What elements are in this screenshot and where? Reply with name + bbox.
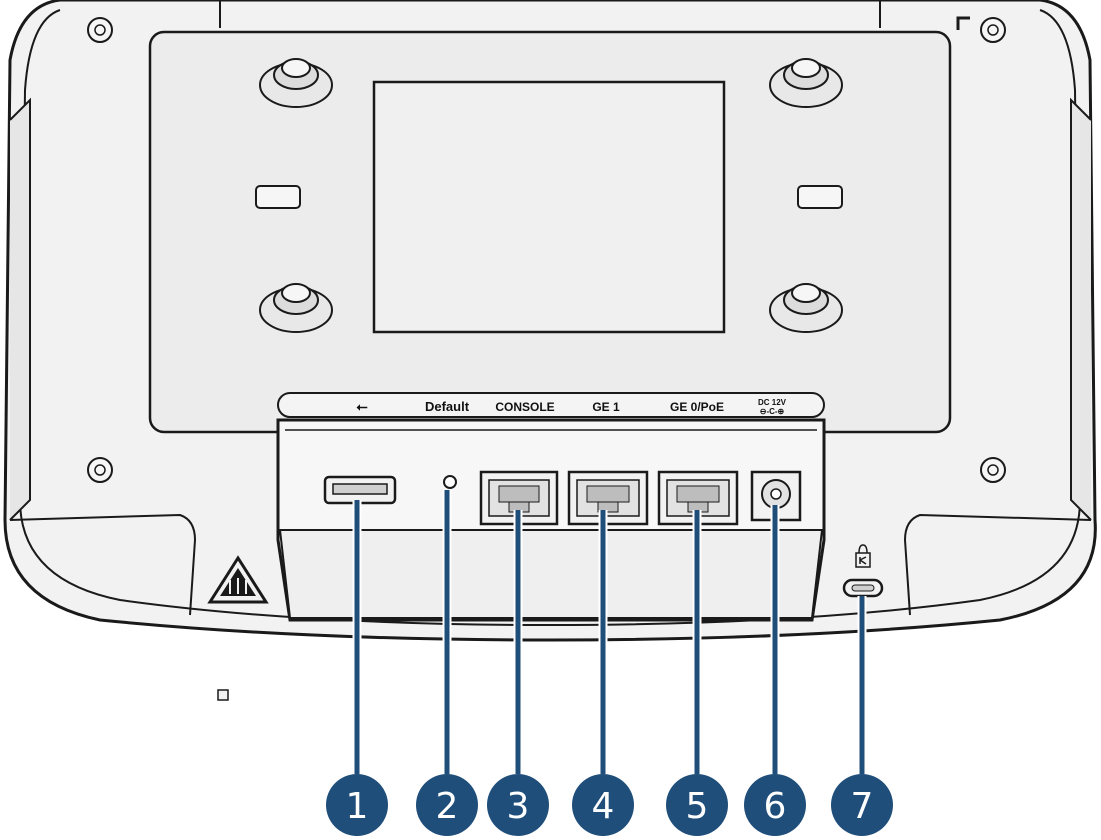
ge1-port bbox=[567, 470, 649, 526]
callout-circle-2 bbox=[416, 774, 478, 836]
ge0-label: GE 0/PoE bbox=[670, 400, 724, 414]
right-foot bbox=[903, 513, 1092, 616]
callout-circle-5 bbox=[666, 774, 728, 836]
usb-port bbox=[323, 475, 397, 505]
left-side-grip bbox=[9, 97, 31, 521]
right-side-grip bbox=[1070, 97, 1092, 521]
callout-number-1: 1 bbox=[346, 786, 369, 827]
callout-circle-1 bbox=[326, 774, 388, 836]
mounting-stud-top-left bbox=[259, 58, 333, 108]
callout-circle-7 bbox=[831, 774, 893, 836]
dc-label: DC 12V bbox=[758, 398, 787, 407]
mounting-stud-top-right bbox=[769, 58, 843, 108]
console-label: CONSOLE bbox=[495, 400, 554, 414]
callout-circle-3 bbox=[487, 774, 549, 836]
callout-number-5: 5 bbox=[686, 786, 709, 827]
mounting-slot-left bbox=[255, 185, 301, 209]
screw-hole-bottom-right bbox=[980, 457, 1006, 483]
port-label-band bbox=[277, 392, 825, 418]
default-label: Default bbox=[425, 399, 470, 414]
callout-markers: 1 2 3 4 5 6 7 bbox=[326, 774, 893, 836]
callout-number-4: 4 bbox=[592, 786, 615, 827]
mounting-stud-bottom-right bbox=[769, 283, 843, 333]
left-foot bbox=[9, 513, 197, 616]
kensington-lock-icon bbox=[855, 544, 871, 568]
mounting-stud-bottom-left bbox=[259, 283, 333, 333]
callout-number-3: 3 bbox=[507, 786, 530, 827]
screw-hole-top-right bbox=[980, 17, 1006, 43]
bottom-notch bbox=[217, 689, 229, 701]
usb-label-icon: ⭠ bbox=[356, 398, 367, 414]
screw-hole-bottom-left bbox=[87, 457, 113, 483]
callout-circle-6 bbox=[744, 774, 806, 836]
label-area bbox=[372, 80, 726, 334]
default-reset-pinhole bbox=[443, 475, 457, 489]
dc-polarity-label: ⊖-C-⊕ bbox=[760, 407, 785, 416]
corner-mark-icon bbox=[956, 16, 970, 30]
ge1-label: GE 1 bbox=[592, 400, 620, 414]
callout-circle-4 bbox=[572, 774, 634, 836]
screw-hole-top-left bbox=[87, 17, 113, 43]
callout-number-2: 2 bbox=[436, 786, 459, 827]
device-rim bbox=[18, 9, 1082, 627]
hot-surface-warning-icon bbox=[207, 555, 269, 604]
callout-number-6: 6 bbox=[764, 786, 787, 827]
mounting-slot-right bbox=[797, 185, 843, 209]
callout-leader-lines bbox=[352, 490, 867, 774]
callout-number-7: 7 bbox=[851, 786, 874, 827]
port-panel-floor bbox=[278, 529, 824, 619]
